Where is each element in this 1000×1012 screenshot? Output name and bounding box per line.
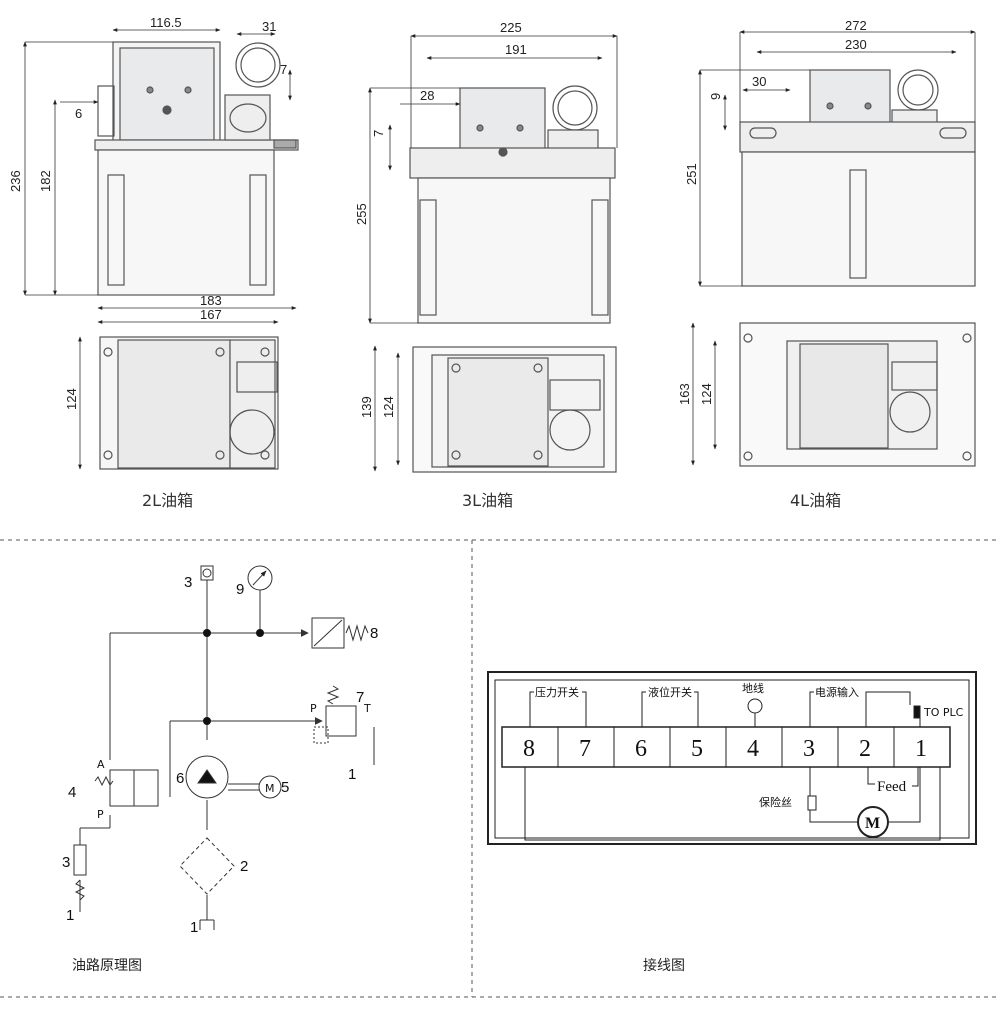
wiring-feed: Feed: [877, 779, 907, 795]
dim-4l-124: 124: [699, 383, 714, 405]
dim-4l-30: 30: [752, 74, 766, 89]
tank-4l-top-view: [739, 322, 976, 467]
dim-3l-225: 225: [500, 20, 522, 35]
dim-3l-191: 191: [505, 42, 527, 57]
hyd-label-8: 8: [370, 625, 378, 642]
dim-2l-31: 31: [262, 19, 276, 34]
hyd-port-p2: P: [310, 702, 317, 715]
wiring-level-switch: 液位开关: [648, 685, 692, 699]
terminal-label: 1: [915, 736, 927, 762]
hyd-port-t: T: [363, 702, 371, 715]
wiring-fuse: 保险丝: [759, 795, 792, 809]
dim-3l-28: 28: [420, 88, 434, 103]
dim-2l-6: 6: [75, 106, 82, 121]
terminal-label: 5: [691, 736, 703, 762]
terminal-label: 7: [579, 736, 591, 762]
tank-2l-front-view: [94, 41, 299, 296]
terminal-label: 8: [523, 736, 535, 762]
dim-3l-124: 124: [381, 396, 396, 418]
dim-2l-183: 183: [200, 293, 222, 308]
hyd-label-7: 7: [356, 689, 364, 706]
hyd-label-1-right: 1: [348, 766, 356, 783]
dim-2l-182: 182: [38, 170, 53, 192]
hyd-label-9: 9: [236, 581, 244, 598]
dim-2l-124: 124: [64, 388, 79, 410]
terminal-label: 6: [635, 736, 647, 762]
tank-2l-top-view: [99, 336, 279, 470]
dim-2l-167: 167: [200, 307, 222, 322]
wiring-terminals: 8 7 6 5 4 3 2 1: [523, 736, 927, 762]
dashed-separators: [0, 539, 1000, 998]
tank-4l-front-view: [739, 69, 976, 287]
caption-4l-tank: 4L油箱: [790, 491, 841, 510]
hyd-port-a: A: [97, 758, 105, 771]
tank-2l-dimensions: [23, 28, 297, 470]
dim-2l-7: 7: [280, 62, 287, 77]
wiring-diagram: [487, 671, 977, 845]
hyd-label-5: 5: [281, 779, 289, 796]
hyd-motor-m: M: [265, 782, 275, 795]
hydraulic-labels: 3 9 8 7 6 5 4 2 3 1 1 1 A P P T M: [62, 574, 378, 936]
dim-4l-230: 230: [845, 37, 867, 52]
hyd-label-1-bottom: 1: [190, 919, 198, 936]
hyd-label-3-bottom: 3: [62, 854, 70, 871]
terminal-label: 3: [803, 736, 815, 762]
hyd-port-p: P: [97, 808, 104, 821]
caption-wiring: 接线图: [643, 957, 685, 974]
wiring-pressure-switch: 压力开关: [535, 685, 579, 699]
hyd-label-2: 2: [240, 858, 248, 875]
dim-4l-251: 251: [684, 163, 699, 185]
dim-2l-236: 236: [8, 170, 23, 192]
dim-4l-163: 163: [677, 383, 692, 405]
dim-3l-7: 7: [371, 130, 386, 137]
wiring-to-plc: TO PLC: [923, 706, 964, 719]
caption-3l-tank: 3L油箱: [462, 491, 513, 510]
caption-2l-tank: 2L油箱: [142, 491, 193, 510]
tank-4l-dimensions: [691, 30, 976, 466]
tank-3l-dimensions: [368, 34, 618, 472]
wiring-power-input: 电源输入: [815, 685, 859, 699]
tank-3l-top-view: [412, 346, 617, 473]
dim-3l-255: 255: [354, 203, 369, 225]
hyd-label-6: 6: [176, 770, 184, 787]
hyd-label-3-top: 3: [184, 574, 192, 591]
hydraulic-nodes: [203, 629, 264, 725]
hyd-label-1-left: 1: [66, 907, 74, 924]
terminal-label: 4: [747, 736, 759, 762]
dim-2l-116: 116.5: [150, 15, 182, 30]
wiring-ground: 地线: [742, 681, 764, 695]
terminal-label: 2: [859, 736, 871, 762]
tank-3l-front-view: [409, 85, 616, 324]
hydraulic-symbols: [73, 565, 369, 930]
hyd-label-4: 4: [68, 784, 76, 801]
dim-4l-9: 9: [708, 93, 723, 100]
caption-hydraulic: 油路原理图: [72, 958, 142, 974]
dim-4l-272: 272: [845, 18, 867, 33]
dim-3l-139: 139: [359, 396, 374, 418]
wiring-motor-m: M: [865, 815, 880, 832]
